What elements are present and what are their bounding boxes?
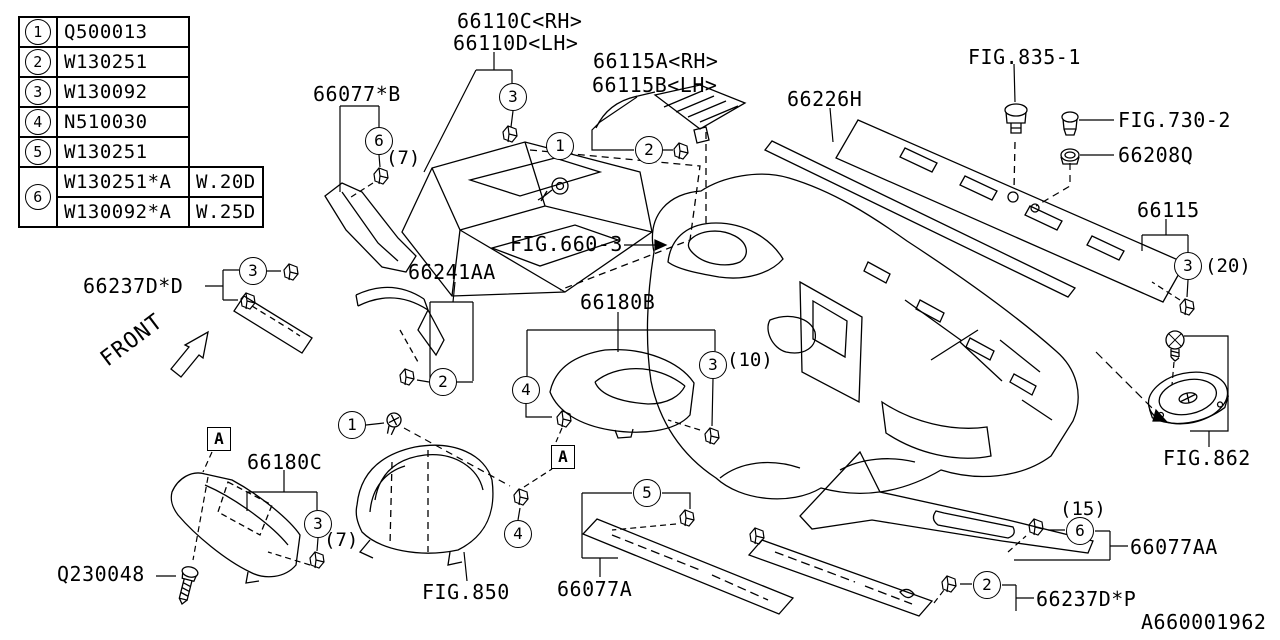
qty-66180b: (10) [727, 349, 773, 371]
part-shape-66237dp [747, 539, 934, 617]
legend-row[interactable]: 4 N510030 [18, 106, 263, 138]
part-label-66208q[interactable]: 66208Q [1118, 143, 1194, 167]
legend-size: W.25D [188, 196, 264, 228]
legend-part-number: W130092 [56, 76, 190, 108]
callout-3[interactable]: 3 [239, 257, 267, 285]
legend-callout-5: 5 [25, 139, 51, 165]
callout-4[interactable]: 4 [504, 520, 532, 548]
callout-1[interactable]: 1 [338, 411, 366, 439]
part-shape-66077b [324, 182, 417, 273]
qty-66115: (20) [1205, 255, 1251, 277]
legend-callout-2: 2 [25, 49, 51, 75]
legend-row[interactable]: 1 Q500013 [18, 16, 263, 48]
part-shape-lower-right-panel [799, 450, 1094, 554]
figure-ref-850[interactable]: FIG.850 [422, 580, 510, 604]
part-shape-66237dd [233, 295, 313, 354]
callout-2[interactable]: 2 [635, 136, 663, 164]
screw-fig850 [386, 412, 402, 436]
part-label-66237d-p[interactable]: 66237D*P [1036, 587, 1137, 611]
callout-5[interactable]: 5 [633, 479, 661, 507]
callout-3[interactable]: 3 [499, 83, 527, 111]
part-label-66077a[interactable]: 66077A [557, 577, 633, 601]
part-label-66077b[interactable]: 66077*B [313, 82, 401, 106]
part-shape-66115 [835, 119, 1186, 303]
part-shape-66110 [401, 141, 701, 297]
callout-6[interactable]: 6 [365, 127, 393, 155]
figure-ref-862[interactable]: FIG.862 [1163, 446, 1251, 470]
legend-callout-1: 1 [25, 19, 51, 45]
part-label-66077aa[interactable]: 66077AA [1130, 535, 1218, 559]
legend-callout-3: 3 [25, 79, 51, 105]
part-shape-fig862-speaker [1147, 371, 1229, 425]
legend-part-number: W130251 [56, 136, 190, 168]
part-shape-66180c [170, 472, 301, 584]
figure-ref-730-2[interactable]: FIG.730-2 [1118, 108, 1231, 132]
legend-row[interactable]: 6 W130251*A W.20D [18, 166, 264, 228]
legend-row[interactable]: 3 W130092 [18, 76, 263, 108]
part-label-66115b-lh[interactable]: 66115B<LH> [592, 73, 718, 97]
part-label-66110d-lh[interactable]: 66110D<LH> [453, 31, 579, 55]
part-shape-instrument-panel [646, 173, 1079, 500]
legend-part-number: W130092*A [56, 196, 190, 228]
qty-66180c: (7) [324, 529, 359, 551]
part-label-66180c[interactable]: 66180C [247, 450, 323, 474]
section-marker-a: A [551, 445, 575, 469]
part-label-66115a-rh[interactable]: 66115A<RH> [593, 49, 719, 73]
callout-1[interactable]: 1 [546, 132, 574, 160]
part-shape-66180b [549, 348, 695, 439]
part-shape-66241aa [355, 286, 445, 363]
legend-part-number: W130251*A [56, 166, 190, 198]
callout-6[interactable]: 6 [1066, 517, 1094, 545]
legend-row[interactable]: W130092*A W.25D [19, 196, 264, 228]
part-label-66180b[interactable]: 66180B [580, 290, 656, 314]
legend-table: 1 Q500013 2 W130251 3 W130092 4 N510030 … [18, 16, 264, 228]
callout-2[interactable]: 2 [429, 368, 457, 396]
callout-4[interactable]: 4 [512, 376, 540, 404]
callout-2[interactable]: 2 [973, 571, 1001, 599]
section-marker-a: A [207, 427, 231, 451]
part-label-66110c-rh[interactable]: 66110C<RH> [457, 9, 583, 33]
part-shape-66115ab [595, 84, 747, 226]
qty-66077b: (7) [386, 147, 421, 169]
screw-66110 [537, 177, 569, 202]
figure-ref-660-3[interactable]: FIG.660-3 [510, 232, 623, 256]
part-shape-66226h [763, 140, 1077, 298]
part-shape-66077a [581, 518, 795, 615]
part-shape-q230048-screw [178, 566, 199, 606]
callout-3[interactable]: 3 [304, 510, 332, 538]
legend-callout-4: 4 [25, 109, 51, 135]
legend-row[interactable]: 2 W130251 [18, 46, 263, 78]
part-shape-fig730-pin [1061, 111, 1079, 136]
legend-part-number: N510030 [56, 106, 190, 138]
legend-part-number: Q500013 [56, 16, 190, 48]
qty-66077aa: (15) [1060, 498, 1106, 520]
front-arrow [170, 330, 209, 378]
part-shape-fig862-screw [1165, 330, 1185, 362]
legend-size: W.20D [188, 166, 264, 198]
diagram-id: A660001962 [1141, 610, 1267, 634]
part-label-66115[interactable]: 66115 [1137, 198, 1200, 222]
part-label-q230048[interactable]: Q230048 [57, 562, 145, 586]
part-label-66237d-d[interactable]: 66237D*D [83, 274, 184, 298]
part-label-66241aa[interactable]: 66241AA [408, 260, 496, 284]
figure-ref-835-1[interactable]: FIG.835-1 [968, 45, 1081, 69]
callout-3[interactable]: 3 [1174, 252, 1202, 280]
leader-lines [156, 52, 1229, 611]
legend-callout-6: 6 [25, 184, 51, 210]
legend-row[interactable]: 5 W130251 [18, 136, 263, 168]
part-shape-fig850 [355, 444, 494, 566]
part-shape-66208q [1060, 148, 1080, 165]
part-shape-fig835-pin [1004, 103, 1028, 191]
callout-3[interactable]: 3 [699, 351, 727, 379]
part-label-66226h[interactable]: 66226H [787, 87, 863, 111]
part-shapes [170, 84, 1229, 617]
legend-part-number: W130251 [56, 46, 190, 78]
